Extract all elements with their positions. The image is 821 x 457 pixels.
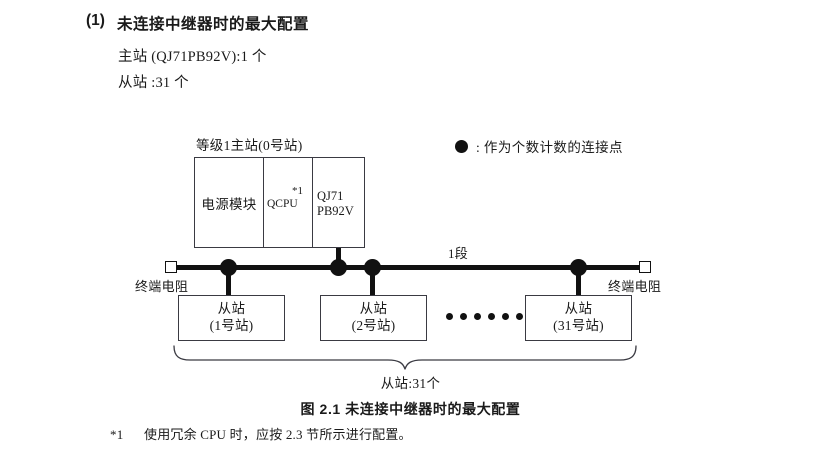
page-title: 未连接中继器时的最大配置 <box>117 16 310 33</box>
legend-label: : 作为个数计数的连接点 <box>476 140 623 155</box>
connection-point-dot <box>330 259 347 276</box>
footnote-marker: *1 <box>110 427 124 442</box>
network-module-cell: QJ71 PB92V <box>313 158 364 247</box>
segment-label: 1段 <box>448 246 469 261</box>
slave-station-box: 从站 (31号站) <box>525 295 632 341</box>
footnote: *1 使用冗余 CPU 时，应按 2.3 节所示进行配置。 <box>110 424 412 443</box>
network-module-label-line1: QJ71 <box>317 189 344 203</box>
slave-count-caption: 从站:31个 <box>380 376 441 391</box>
connection-point-dot <box>364 259 381 276</box>
slave-drop-line <box>576 268 581 296</box>
section-number: (1) <box>86 12 105 29</box>
cpu-footnote-marker: *1 <box>292 185 303 197</box>
slave-station-number: (2号站) <box>351 318 396 333</box>
slave-station-box: 从站 (2号站) <box>320 295 427 341</box>
cpu-module-cell: QCPU *1 <box>264 158 313 247</box>
terminator-right-label: 终端电阻 <box>608 279 662 294</box>
footnote-text: 使用冗余 CPU 时，应按 2.3 节所示进行配置。 <box>144 427 412 442</box>
connection-point-dot <box>220 259 237 276</box>
slave-station-label: 从站 <box>359 301 388 317</box>
ellipsis-dots-icon <box>446 313 523 320</box>
cpu-module-label: QCPU <box>267 198 298 210</box>
terminator-right-icon <box>639 261 651 273</box>
master-drop-line <box>336 248 341 268</box>
slave-station-label: 从站 <box>217 301 246 317</box>
legend: : 作为个数计数的连接点 <box>455 136 623 156</box>
slave-station-box: 从站 (1号站) <box>178 295 285 341</box>
slave-station-label: 从站 <box>564 301 593 317</box>
slave-station-number: (1号站) <box>209 318 254 333</box>
slave-count-brace <box>172 345 638 376</box>
power-module-cell: 电源模块 <box>195 158 264 247</box>
power-module-label: 电源模块 <box>201 196 257 212</box>
spec-slave-station: 从站 :31 个 <box>118 75 189 91</box>
terminator-left-label: 终端电阻 <box>135 279 189 294</box>
network-module-label-line2: PB92V <box>317 204 354 218</box>
slave-drop-line <box>226 268 231 296</box>
slave-station-number: (31号站) <box>553 318 604 333</box>
brace-shape-icon <box>173 345 637 370</box>
connection-point-dot <box>570 259 587 276</box>
terminator-left-icon <box>165 261 177 273</box>
master-station-caption: 等级1主站(0号站) <box>196 138 303 153</box>
filled-circle-icon <box>455 139 468 153</box>
spec-master-station: 主站 (QJ71PB92V):1 个 <box>118 49 267 65</box>
figure-title: 图 2.1 未连接中继器时的最大配置 <box>300 401 521 417</box>
slave-drop-line <box>370 268 375 296</box>
bus-trunk-line <box>170 265 648 270</box>
master-rack: 电源模块 QCPU *1 QJ71 PB92V <box>194 157 365 248</box>
